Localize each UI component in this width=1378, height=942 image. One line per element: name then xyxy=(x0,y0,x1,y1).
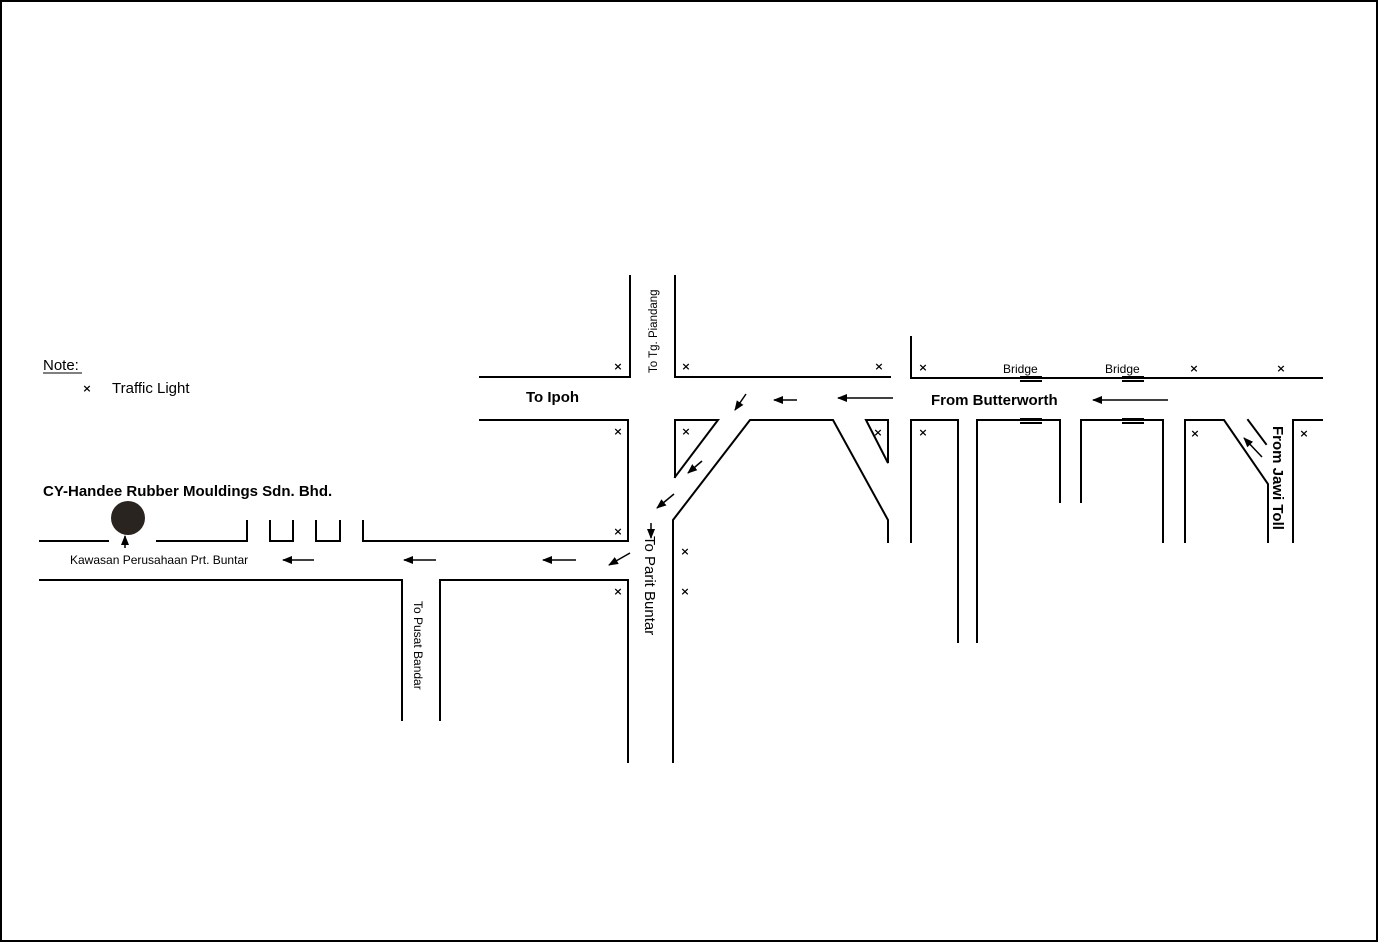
arrow-diagonal-4 xyxy=(608,552,631,566)
legend-heading: Note: xyxy=(43,357,79,374)
traffic-light-icon: × xyxy=(1299,427,1308,440)
road-butterworth-south-1 xyxy=(910,419,959,643)
traffic-light-icon: × xyxy=(874,360,883,373)
traffic-light-icon: × xyxy=(1190,427,1199,440)
route-arrows xyxy=(121,393,1263,566)
bridge-2-south-mark xyxy=(1122,418,1144,424)
bridge-1-north-mark xyxy=(1020,376,1042,382)
label-from-butterworth: From Butterworth xyxy=(931,392,1058,409)
label-bridge-2: Bridge xyxy=(1105,362,1140,376)
traffic-light-icon: × xyxy=(1276,362,1285,375)
road-main-south-edge xyxy=(39,579,403,721)
label-to-pusat-bandar: To Pusat Bandar xyxy=(411,601,425,690)
road-lines xyxy=(39,275,1323,763)
road-butterworth-north-edge xyxy=(910,336,1323,379)
traffic-light-icon: × xyxy=(613,360,622,373)
label-from-jawi-toll: From Jawi Toll xyxy=(1269,426,1286,530)
traffic-light-icon: × xyxy=(681,425,690,438)
legend-traffic-light-label: Traffic Light xyxy=(112,380,190,397)
road-parit-buntar-east-edge xyxy=(672,419,889,763)
bridge-2-north-mark xyxy=(1122,376,1144,382)
traffic-light-icon: × xyxy=(918,426,927,439)
road-ipoh-south-edge xyxy=(362,419,629,542)
legend-traffic-light-icon: × xyxy=(82,382,91,395)
traffic-light-icon: × xyxy=(1189,362,1198,375)
traffic-light-icon: × xyxy=(680,585,689,598)
road-butterworth-south-2 xyxy=(976,419,1061,643)
traffic-light-icon: × xyxy=(873,426,882,439)
traffic-light-icon: × xyxy=(613,585,622,598)
label-to-tg-piandang: To Tg. Piandang xyxy=(648,289,660,373)
road-jawi-toll-west-edge xyxy=(1184,419,1269,543)
arrow-jawi-toll xyxy=(1243,437,1263,458)
road-jawi-toll-slip xyxy=(1246,418,1268,446)
road-jawi-toll-east-edge xyxy=(1292,419,1323,543)
road-block-3 xyxy=(156,520,248,542)
road-pusat-bandar-east-edge xyxy=(439,579,629,763)
road-island-triangle-west xyxy=(673,419,721,479)
arrow-diagonal-1 xyxy=(734,393,747,411)
traffic-light-icon: × xyxy=(613,525,622,538)
road-island-triangle-east xyxy=(864,419,889,464)
road-tg-piandang-east-edge xyxy=(674,275,891,378)
company-location-marker xyxy=(111,501,145,535)
label-to-parit-buntar: To Parit Buntar xyxy=(641,536,658,635)
road-block-2 xyxy=(269,520,294,542)
label-to-ipoh: To Ipoh xyxy=(526,389,579,406)
arrow-diagonal-3 xyxy=(656,493,675,509)
traffic-lights: × × × × × × × × × × × × × × × × xyxy=(613,360,1308,598)
traffic-light-icon: × xyxy=(613,425,622,438)
arrow-diagonal-2 xyxy=(687,460,703,474)
company-name: CY-Handee Rubber Mouldings Sdn. Bhd. xyxy=(43,483,332,500)
traffic-light-icon: × xyxy=(681,360,690,373)
legend: Note: × Traffic Light xyxy=(43,357,190,397)
label-kawasan: Kawasan Perusahaan Prt. Buntar xyxy=(70,553,248,567)
road-butterworth-south-3 xyxy=(1080,419,1164,543)
road-block-1 xyxy=(315,520,341,542)
road-tg-piandang-west-edge xyxy=(479,275,631,378)
bridge-1-south-mark xyxy=(1020,418,1042,424)
traffic-light-icon: × xyxy=(918,361,927,374)
label-bridge-1: Bridge xyxy=(1003,362,1038,376)
traffic-light-icon: × xyxy=(680,545,689,558)
